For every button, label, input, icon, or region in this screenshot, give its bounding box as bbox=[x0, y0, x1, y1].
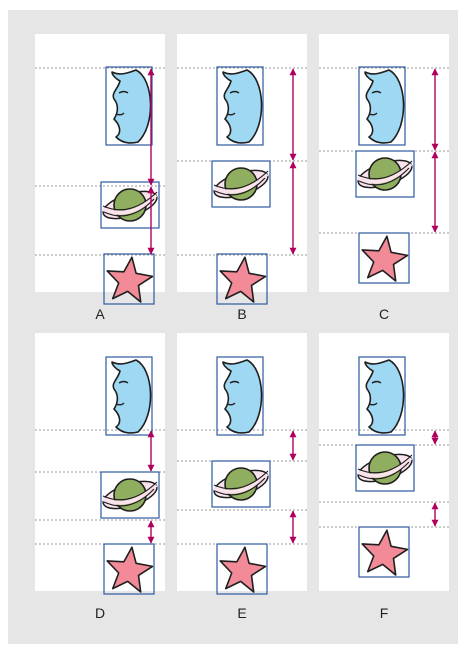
panel-e bbox=[177, 333, 307, 594]
figure-frame: A B C D E F bbox=[8, 10, 458, 644]
panel-label: D bbox=[95, 605, 105, 621]
panel-b bbox=[177, 34, 307, 304]
panel-label: A bbox=[95, 306, 105, 322]
panel-background bbox=[35, 34, 165, 292]
panel-label: E bbox=[237, 605, 246, 621]
panel-d bbox=[35, 333, 165, 594]
spacing-diagram: A B C D E F bbox=[8, 10, 458, 644]
panel-a bbox=[35, 34, 165, 304]
panel-label: F bbox=[380, 605, 389, 621]
panel-f bbox=[319, 333, 449, 591]
panel-label: C bbox=[379, 306, 389, 322]
panel-c bbox=[319, 34, 449, 292]
panel-label: B bbox=[237, 306, 246, 322]
